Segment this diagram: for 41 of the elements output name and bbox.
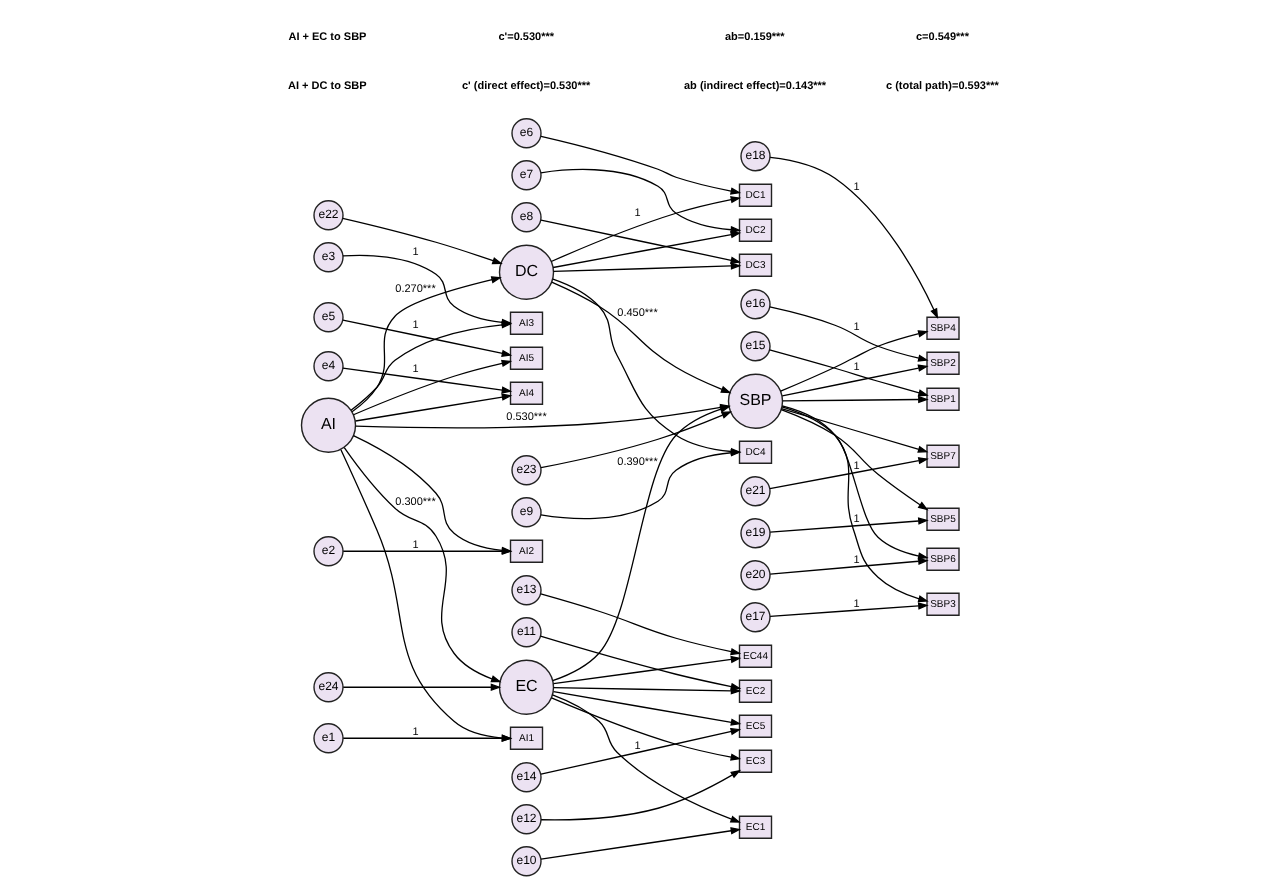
arrow xyxy=(780,406,928,560)
arrow xyxy=(350,276,501,413)
arrow xyxy=(342,446,501,683)
arrow xyxy=(551,262,741,273)
arrow xyxy=(780,405,928,603)
arrow xyxy=(539,727,741,775)
arrow xyxy=(549,697,741,761)
arrow xyxy=(353,393,512,422)
arrow xyxy=(550,694,741,823)
node-circle: SBP xyxy=(726,373,783,429)
arrow xyxy=(779,408,928,453)
arrow xyxy=(349,321,512,411)
arrow xyxy=(768,557,928,575)
arrow xyxy=(539,769,741,821)
arrow xyxy=(780,364,928,397)
arrow xyxy=(779,330,928,392)
arrow xyxy=(539,827,741,860)
arrow xyxy=(538,635,741,691)
arrow xyxy=(781,395,928,404)
node-circle: DC xyxy=(497,244,554,300)
arrow xyxy=(341,734,512,742)
arrow xyxy=(551,691,741,726)
arrow xyxy=(539,593,741,656)
arrow xyxy=(768,156,938,320)
arrow xyxy=(768,602,928,617)
arrow xyxy=(768,517,928,533)
arrow xyxy=(779,408,928,511)
arrow xyxy=(341,367,512,394)
node-circle: EC xyxy=(497,659,554,715)
arrow xyxy=(550,281,731,394)
arrow xyxy=(351,359,512,416)
arrow xyxy=(768,306,928,362)
arrow xyxy=(341,217,502,265)
arrow xyxy=(551,655,741,685)
arrow xyxy=(539,135,741,195)
arrow xyxy=(768,457,928,490)
arrow xyxy=(539,411,732,469)
arrow xyxy=(341,683,501,691)
arrow xyxy=(767,349,928,397)
node-circle: AI xyxy=(299,397,356,453)
arrow xyxy=(551,230,741,269)
